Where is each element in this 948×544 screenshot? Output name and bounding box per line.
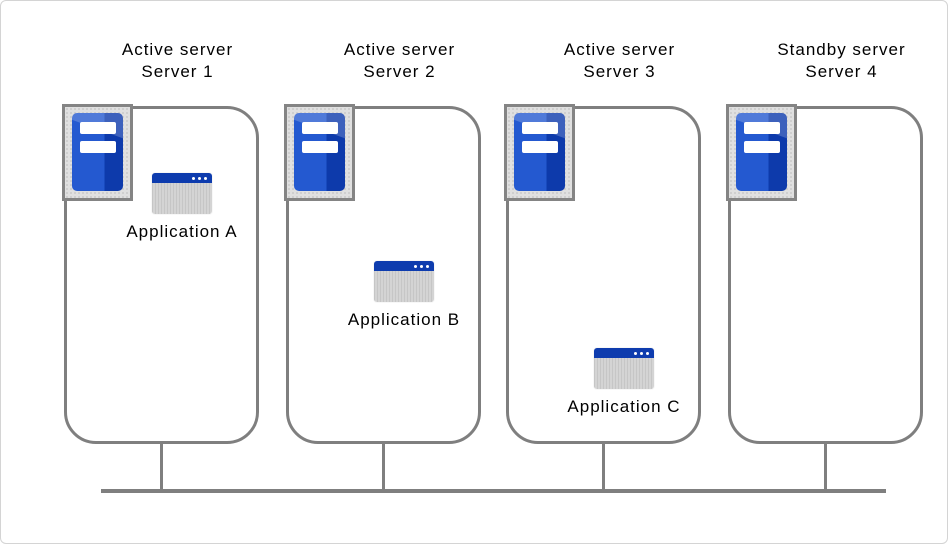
- network-bus-line: [101, 489, 886, 493]
- tower-body: [294, 113, 345, 191]
- app-window-icon: [594, 348, 654, 389]
- tower-server-icon: [726, 104, 797, 201]
- window-dot-icon: [198, 176, 201, 180]
- tower-drive-bay: [522, 122, 558, 134]
- server-role-label: Active server: [563, 40, 676, 59]
- window-dot-icon: [414, 264, 417, 268]
- window-dot-icon: [640, 351, 643, 355]
- application-b: Application B: [314, 261, 494, 330]
- server-role-label: Active server: [343, 40, 456, 59]
- tower-server-icon: [504, 104, 575, 201]
- app-window-titlebar: [152, 173, 212, 183]
- server-name-label: Server 2: [363, 62, 436, 81]
- app-window-titlebar: [594, 348, 654, 358]
- server-column-2: Active server Server 2 Application B: [284, 1, 481, 543]
- app-window-icon: [374, 261, 434, 302]
- app-window-titlebar: [374, 261, 434, 271]
- server-name-label: Server 3: [583, 62, 656, 81]
- tower-body: [736, 113, 787, 191]
- tower-drive-bay: [80, 141, 116, 153]
- server-role-label: Active server: [121, 40, 234, 59]
- app-window-body: [374, 271, 434, 302]
- tower-drive-bay: [522, 141, 558, 153]
- tower-drive-bay: [744, 122, 780, 134]
- tower-body: [514, 113, 565, 191]
- app-window-body: [152, 183, 212, 214]
- window-dot-icon: [646, 351, 649, 355]
- window-dot-icon: [426, 264, 429, 268]
- server-column-3: Active server Server 3 Application C: [504, 1, 701, 543]
- tower-drive-bay: [302, 141, 338, 153]
- tower-server-icon: [62, 104, 133, 201]
- tower-drive-bay: [744, 141, 780, 153]
- server-name-label: Server 1: [141, 62, 214, 81]
- tower-server-icon: [284, 104, 355, 201]
- window-dot-icon: [204, 176, 207, 180]
- application-c: Application C: [534, 348, 714, 417]
- application-label: Application B: [347, 310, 461, 329]
- window-dot-icon: [420, 264, 423, 268]
- network-connector-line: [602, 442, 605, 490]
- server-column-4: Standby server Server 4: [726, 1, 923, 543]
- server-title: Active server Server 1: [80, 39, 275, 83]
- network-connector-line: [824, 442, 827, 490]
- network-connector-line: [382, 442, 385, 490]
- server-column-1: Active server Server 1 Application A: [62, 1, 259, 543]
- application-label: Application C: [567, 397, 681, 416]
- tower-drive-bay: [80, 122, 116, 134]
- server-name-label: Server 4: [805, 62, 878, 81]
- application-label: Application A: [126, 222, 238, 241]
- window-dot-icon: [634, 351, 637, 355]
- tower-drive-bay: [302, 122, 338, 134]
- server-title: Active server Server 3: [522, 39, 717, 83]
- server-title: Active server Server 2: [302, 39, 497, 83]
- app-window-icon: [152, 173, 212, 214]
- app-window-body: [594, 358, 654, 389]
- server-role-label: Standby server: [777, 40, 906, 59]
- tower-body: [72, 113, 123, 191]
- network-connector-line: [160, 442, 163, 490]
- server-title: Standby server Server 4: [744, 39, 939, 83]
- window-dot-icon: [192, 176, 195, 180]
- application-a: Application A: [92, 173, 272, 242]
